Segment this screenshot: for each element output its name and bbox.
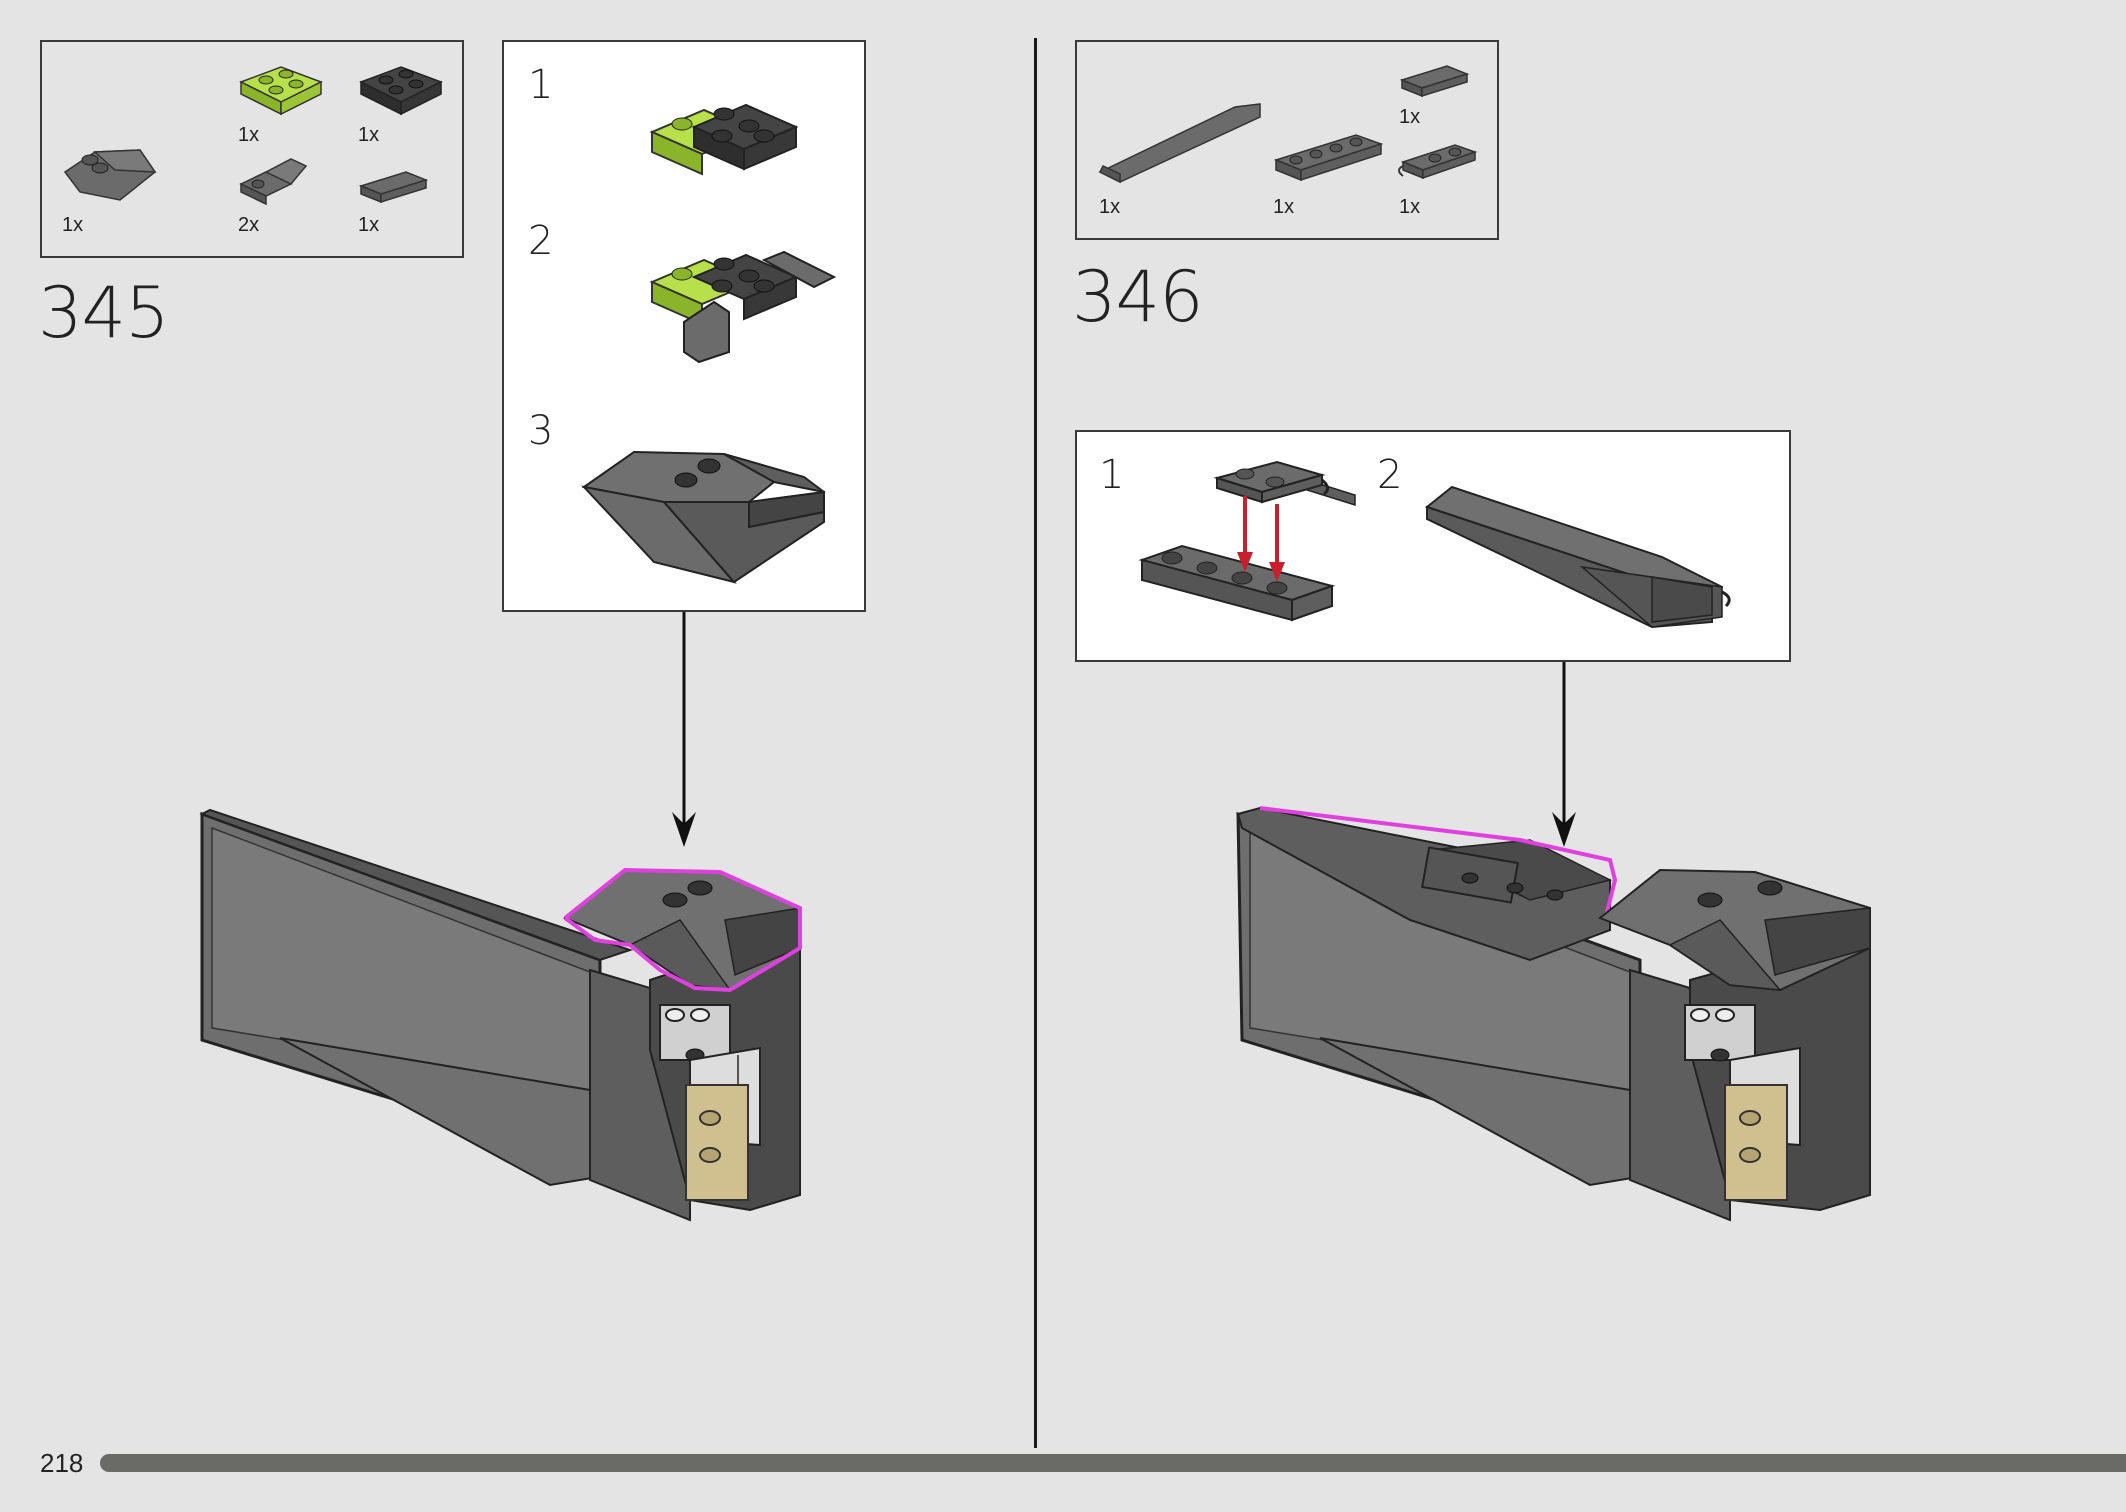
plate-1x4-part-icon — [1273, 134, 1384, 182]
substep-3-wedge-assembly-illustration — [581, 450, 825, 584]
step-number: 346 — [1072, 256, 1204, 338]
page-number: 218 — [40, 1448, 84, 1478]
part-qty: 1x — [358, 214, 380, 236]
part-qty: 1x — [1099, 196, 1121, 218]
step-345-subassembly-callout: 1 2 3 — [502, 40, 866, 612]
substep-2-plates-bracket-illustration — [649, 250, 837, 364]
substep-1-plates-red-arrows-illustration — [1138, 460, 1356, 622]
tile-part-icon — [358, 171, 429, 204]
assembly-arrow — [672, 612, 696, 847]
substep-number: 1 — [528, 62, 554, 108]
lime-plate-part-icon — [239, 66, 323, 116]
substep-1-plates-illustration — [649, 103, 799, 176]
part-qty: 1x — [238, 124, 260, 146]
substep-number: 1 — [1099, 452, 1125, 498]
substep-2-long-wedge-assembly-illustration — [1424, 485, 1731, 629]
part-qty: 1x — [1399, 196, 1421, 218]
clip-plate-part-icon — [1398, 144, 1478, 180]
part-qty: 1x — [358, 124, 380, 146]
black-plate-part-icon — [359, 66, 443, 116]
substep-number: 3 — [528, 408, 554, 454]
step-345-main-model-illustration — [199, 808, 802, 1222]
step-number: 345 — [38, 272, 170, 354]
step-346-main-model-illustration — [1236, 806, 1871, 1222]
tile-part-icon — [1399, 65, 1470, 98]
wedge-slope-part-icon — [63, 149, 157, 201]
step-346-subassembly-callout: 1 2 — [1075, 430, 1791, 662]
step-346-parts-list: 1x 1x 1x 1x — [1075, 40, 1499, 240]
long-wedge-part-icon — [1098, 103, 1261, 184]
part-qty: 1x — [1399, 106, 1421, 128]
part-qty: 1x — [1273, 196, 1295, 218]
part-qty: 2x — [238, 214, 260, 236]
substep-number: 2 — [1377, 452, 1403, 498]
page-divider — [1034, 38, 1037, 1448]
progress-bar — [100, 1454, 2126, 1472]
bracket-part-icon — [239, 158, 308, 206]
substep-number: 2 — [528, 218, 554, 264]
part-qty: 1x — [62, 214, 84, 236]
assembly-arrow — [1552, 662, 1576, 847]
step-345-parts-list: 1x 1x 1x 2x 1x — [40, 40, 464, 258]
